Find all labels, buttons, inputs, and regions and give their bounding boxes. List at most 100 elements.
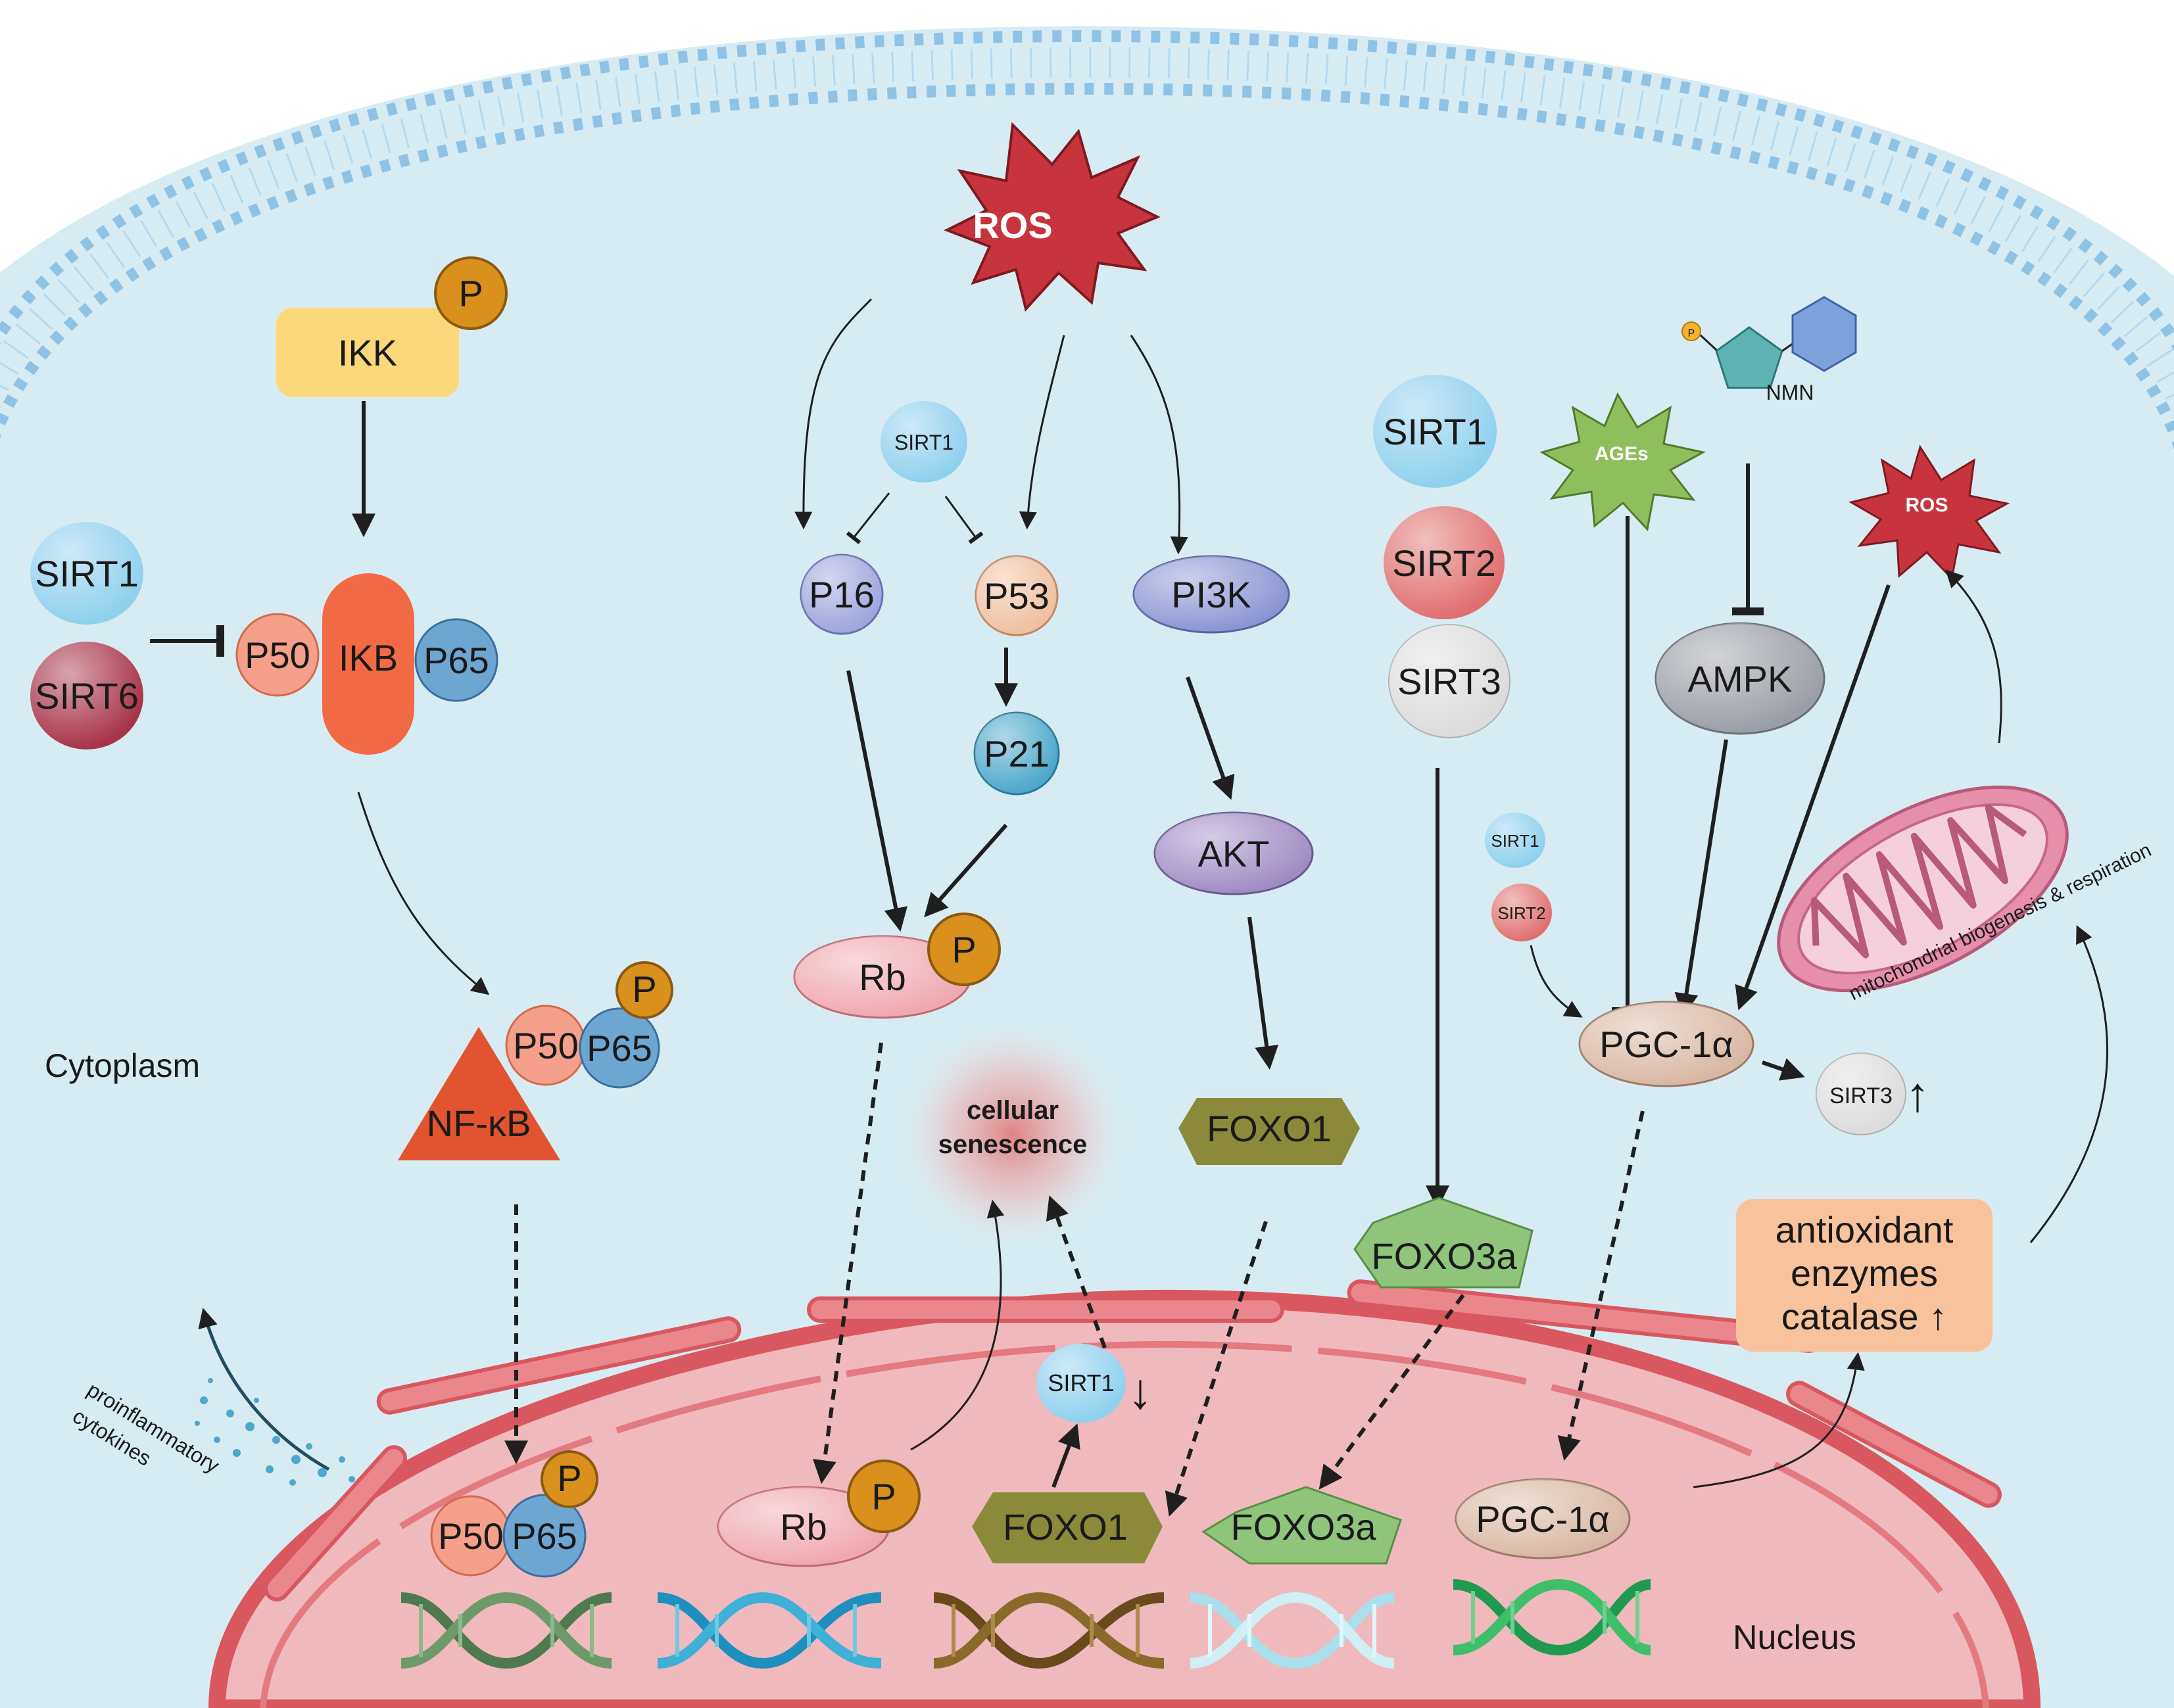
sirt1-small: SIRT1	[1485, 813, 1545, 868]
sirt6-label: SIRT6	[35, 675, 139, 717]
sirt3-col: SIRT3	[1388, 624, 1510, 738]
sirt1-nuc-label: SIRT1	[1048, 1369, 1114, 1396]
ros-burst-right: ROS	[1848, 444, 2010, 581]
pi3k-label: PI3K	[1171, 574, 1251, 615]
sirt1-col-label: SIRT1	[1383, 411, 1487, 452]
phospho-rb-nuc-label: P	[871, 1476, 896, 1517]
ros-burst-top: ROS	[944, 122, 1161, 312]
sirt1-col: SIRT1	[1373, 375, 1497, 488]
nfkb-complex: NF-κB P50 P65 P	[398, 961, 673, 1160]
nmn-label: NMN	[1766, 381, 1814, 404]
foxo1-cyto-label: FOXO1	[1207, 1108, 1332, 1149]
sirt1-left-label: SIRT1	[35, 553, 139, 594]
mitochondrion	[1777, 785, 2069, 993]
p16-label: P16	[809, 574, 875, 615]
foxo3a-cyto-label: FOXO3a	[1372, 1235, 1518, 1277]
foxo3a-nuc-label: FOXO3a	[1231, 1506, 1377, 1548]
ages-burst: AGEs	[1539, 392, 1706, 532]
arrow-pgc-sirt3	[1762, 1058, 1805, 1081]
cellular-senescence: cellular senescence	[902, 1024, 1123, 1245]
ampk-label: AMPK	[1688, 658, 1793, 700]
foxo1-nuc-label: FOXO1	[1003, 1506, 1128, 1548]
dna-helix-1	[400, 1592, 612, 1669]
antioxidant-box: antioxidant enzymes catalase ↑	[1736, 1199, 1993, 1352]
cell-membrane-outer	[0, 30, 2174, 352]
senescence-label-1: cellular	[967, 1096, 1059, 1125]
nmn-molecule: P NMN	[1681, 296, 1857, 404]
nuc-rb: Rb P	[717, 1459, 921, 1567]
arrow-mito-ros	[1945, 569, 2002, 744]
inhibit-sirt1-p16	[846, 492, 890, 544]
arrow-p21-rb	[924, 824, 1008, 918]
ikb-label: IKB	[339, 637, 398, 678]
sirt2-col-label: SIRT2	[1392, 542, 1496, 584]
pi3k-node: PI3K	[1132, 555, 1290, 634]
sirt3-up-arrow: ↑	[1906, 1067, 1930, 1122]
pgc-cyto-label: PGC-1α	[1599, 1024, 1733, 1065]
phospho-ikk: P	[434, 256, 508, 330]
ros-right-label: ROS	[1905, 494, 1948, 516]
p65-cyto-label: P65	[587, 1028, 652, 1069]
p21-label: P21	[984, 733, 1050, 774]
ikk-node: IKK	[276, 308, 459, 397]
arrow-antiox-mito	[2029, 925, 2109, 1243]
sirt6: SIRT6	[30, 642, 143, 749]
phospho-nuc-label: P	[557, 1458, 581, 1499]
ros-top-label: ROS	[973, 204, 1052, 246]
cytoplasm-label: Cytoplasm	[45, 1047, 200, 1084]
p50-cyto-label: P50	[513, 1025, 579, 1066]
dna-helix-3	[933, 1592, 1165, 1669]
arrow-p16-rb	[846, 670, 908, 932]
p65-ikb-label: P65	[423, 640, 489, 681]
arrow-rb-senescence	[910, 1199, 1005, 1451]
p53-label: P53	[984, 575, 1050, 617]
phospho-nfkb-label: P	[632, 968, 656, 1010]
sirt1-small-label: SIRT1	[1491, 831, 1539, 851]
arrow-ampk-pgc	[1674, 739, 1728, 1018]
phospho-ikk-label: P	[458, 273, 483, 314]
p21-node: P21	[973, 711, 1060, 795]
dash-foxo1-nucleus	[1165, 1221, 1268, 1517]
pgc-cyto: PGC-1α	[1578, 1001, 1754, 1087]
cell-membrane-inner	[0, 82, 2174, 450]
dash-foxo3a-nucleus	[1318, 1294, 1465, 1490]
cytokine-dots	[195, 1378, 355, 1486]
sirt1-left: SIRT1	[30, 522, 143, 625]
arrow-pgc-antiox	[1693, 1352, 1865, 1488]
sirt1-down-arrow: ↓	[1128, 1364, 1153, 1419]
dna-helix-2	[657, 1592, 882, 1669]
antiox-line2: enzymes	[1791, 1252, 1938, 1294]
nfkb-label: NF-κB	[427, 1103, 531, 1144]
inhibit-sirt1-p53	[944, 496, 984, 544]
ikb-complex: P50 IKB P65	[235, 573, 498, 755]
antiox-line1: antioxidant	[1775, 1209, 1954, 1250]
pgc-nuc-label: PGC-1α	[1476, 1498, 1610, 1540]
sirt3-col-label: SIRT3	[1397, 661, 1501, 702]
p16-node: P16	[800, 554, 884, 635]
ampk-node: AMPK	[1655, 622, 1825, 735]
foxo3a-cyto: FOXO3a	[1353, 1197, 1534, 1289]
sirt1-mid-label: SIRT1	[894, 431, 954, 454]
phospho-nmn-label: P	[1688, 328, 1695, 339]
arrow-akt-foxo1	[1247, 916, 1279, 1070]
foxo1-cyto: FOXO1	[1178, 1098, 1360, 1165]
p53-node: P53	[975, 555, 1059, 636]
arrow-ros-p16	[794, 298, 873, 530]
sirt3-small: SIRT3	[1816, 1053, 1906, 1135]
sirt3-small-label: SIRT3	[1829, 1083, 1893, 1108]
nuc-pgc: PGC-1α	[1455, 1478, 1631, 1559]
dna-helix-5	[1453, 1578, 1651, 1656]
nuc-foxo1: FOXO1	[972, 1492, 1163, 1563]
arrow-cytokines	[198, 1308, 330, 1471]
arrow-ros-p53	[1019, 335, 1065, 530]
akt-label: AKT	[1198, 833, 1270, 874]
sirt2-small-label: SIRT2	[1497, 903, 1545, 923]
senescence-label-2: senescence	[938, 1130, 1088, 1159]
rb-cyto: Rb P	[793, 913, 1001, 1019]
arrow-ros-pgc	[1735, 584, 1891, 1010]
ages-label: AGEs	[1595, 443, 1649, 465]
sirt1-nuc: SIRT1	[1036, 1344, 1126, 1423]
arrow-foxo1-sirt1	[1051, 1423, 1080, 1488]
antiox-line3: catalase ↑	[1781, 1296, 1947, 1337]
